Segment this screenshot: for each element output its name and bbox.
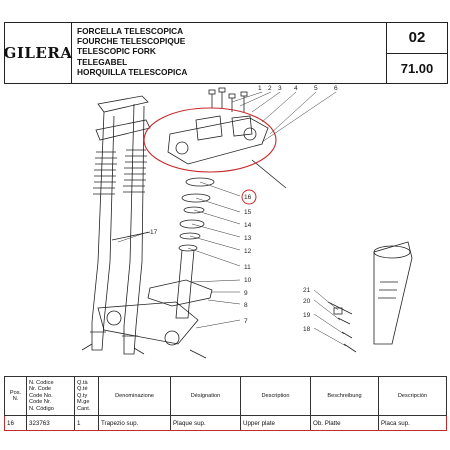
cell-de: Ob. Platte xyxy=(310,415,379,431)
upper-plate xyxy=(167,117,269,165)
callout-12: 12 xyxy=(244,248,252,255)
table-row[interactable]: 16 323763 1 Trapezio sup. Plaque sup. Up… xyxy=(4,415,447,431)
code-block: 02 71.00 xyxy=(387,23,447,83)
table-code: 71.00 xyxy=(400,60,434,76)
steering-stem xyxy=(175,249,195,319)
callout-7: 7 xyxy=(244,318,248,325)
steering-nut xyxy=(185,177,215,187)
callout-1: 1 xyxy=(258,85,262,92)
brand-logo: GILERA xyxy=(3,23,73,83)
col-beschreibung: Beschreibung xyxy=(310,376,379,416)
title-de: TELEGABEL xyxy=(77,56,128,67)
callout-3: 3 xyxy=(278,85,282,92)
assembled-upper-plate xyxy=(97,95,149,113)
callout-20: 20 xyxy=(303,298,311,305)
fork-top-detail xyxy=(373,241,413,345)
callout-17: 17 xyxy=(150,229,158,236)
callout-14: 14 xyxy=(244,222,252,229)
cell-qty: 1 xyxy=(74,415,99,431)
cell-pos: 16 xyxy=(4,415,27,431)
title-es: HORQUILLA TELESCOPICA xyxy=(77,66,188,77)
col-designation: Désignation xyxy=(170,376,241,416)
callout-10: 10 xyxy=(244,277,252,284)
callout-4: 4 xyxy=(294,85,298,92)
sheet-header: GILERA FORCELLA TELESCOPICA FOURCHE TELE… xyxy=(4,22,448,84)
callout-16: 16 xyxy=(244,194,252,201)
callout-6: 6 xyxy=(334,85,338,92)
title-it: FORCELLA TELESCOPICA xyxy=(77,26,184,36)
col-pos: Pos. N. xyxy=(4,376,27,416)
cell-code: 323763 xyxy=(26,415,75,431)
highlight-ring xyxy=(143,107,277,173)
callout-8: 8 xyxy=(244,302,248,309)
cell-es: Placa sup. xyxy=(378,415,447,431)
col-denominazione: Denominazione xyxy=(98,376,171,416)
callout-21: 21 xyxy=(303,287,311,294)
col-descripcion: Descripción xyxy=(378,376,447,416)
col-code-en: Code No. xyxy=(29,392,53,399)
right-fork-leg xyxy=(123,103,145,355)
title-en: TELESCOPIC FORK xyxy=(77,46,156,57)
col-code-de: Code Nr. xyxy=(29,399,52,406)
assembled-lower-crown xyxy=(95,119,151,141)
top-bolts xyxy=(208,87,248,112)
col-qty-it: Q.tà xyxy=(77,379,88,386)
col-qty: Q.tà Q.té Q.ty M.ge Cant. xyxy=(74,376,99,416)
col-qty-en: Q.ty xyxy=(77,392,88,399)
col-qty-es: Cant. xyxy=(77,405,91,412)
lower-crown xyxy=(147,279,213,307)
diagram-svg: 1 2 3 4 5 6 16 15 14 13 12 11 10 9 8 7 1… xyxy=(81,85,413,359)
cell-fr: Plaque sup. xyxy=(170,415,241,431)
cell-it: Trapezio sup. xyxy=(98,415,171,431)
callout-11: 11 xyxy=(244,264,251,271)
col-description: Description xyxy=(240,376,311,416)
callout-19: 19 xyxy=(303,312,311,319)
callout-15: 15 xyxy=(244,209,252,216)
col-qty-fr: Q.té xyxy=(77,386,88,393)
col-code-fr: Nr. Code xyxy=(29,386,52,393)
parts-table: Pos. N. N. Codice Nr. Code Code No. Code… xyxy=(4,376,447,431)
callout-9: 9 xyxy=(244,290,248,297)
table-header-row: Pos. N. N. Codice Nr. Code Code No. Code… xyxy=(4,376,447,416)
highlight-callout-ring xyxy=(241,189,257,205)
cell-en: Upper plate xyxy=(240,415,311,431)
callout-13: 13 xyxy=(244,235,252,242)
callout-2: 2 xyxy=(268,85,272,92)
brand-name: GILERA xyxy=(3,44,73,62)
col-code: N. Codice Nr. Code Code No. Code Nr. N. … xyxy=(26,376,75,416)
col-qty-de: M.ge xyxy=(77,399,90,406)
callout-5: 5 xyxy=(314,85,318,92)
col-code-es: N. Código xyxy=(29,405,54,412)
group-code: 02 xyxy=(387,23,447,54)
callout-18: 18 xyxy=(303,326,311,333)
exploded-diagram: 1 2 3 4 5 6 16 15 14 13 12 11 10 9 8 7 1… xyxy=(0,82,450,372)
fork-bellows xyxy=(93,149,147,195)
fork-lower-lugs xyxy=(81,331,145,355)
col-code-it: N. Codice xyxy=(29,379,54,386)
title-fr: FOURCHE TELESCOPIQUE xyxy=(77,36,186,47)
title-block: FORCELLA TELESCOPICA FOURCHE TELESCOPIQU… xyxy=(72,23,387,83)
left-fork-leg xyxy=(91,111,115,351)
